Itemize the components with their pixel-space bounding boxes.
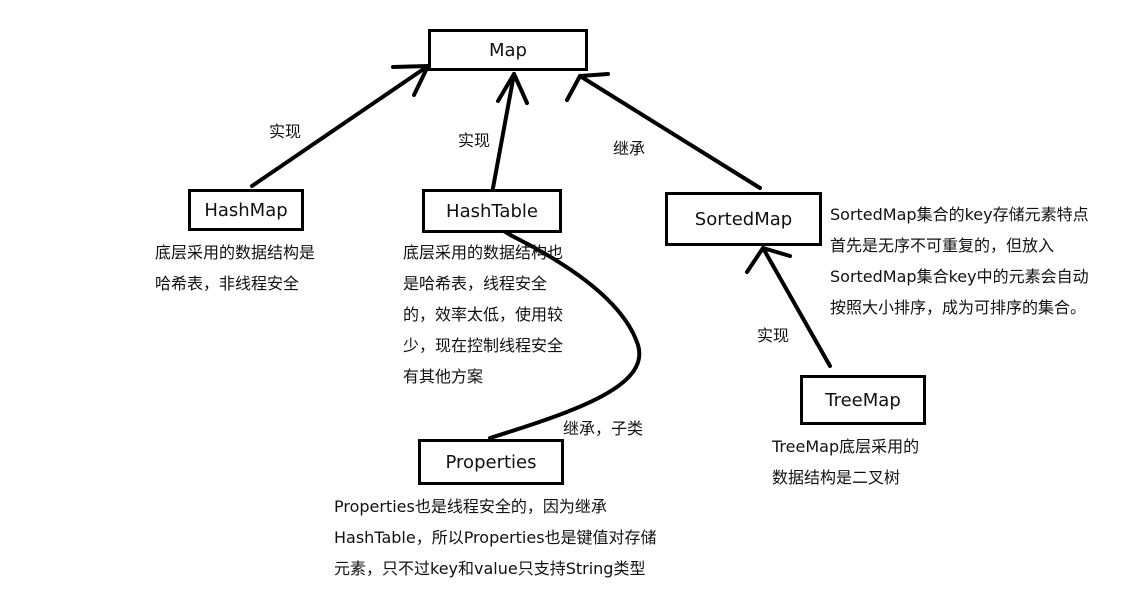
sortedmap-note-line: 首先是无序不可重复的，但放入: [830, 236, 1055, 255]
properties-note-line: 元素，只不过key和value只支持String类型: [334, 559, 646, 578]
treemap-note-line: 数据结构是二叉树: [772, 468, 901, 487]
arrowhead-hashtable-map: [496, 72, 529, 105]
hashmap-note: 底层采用的数据结构是 哈希表，非线程安全: [155, 237, 315, 299]
edge-treemap-sortedmap: [761, 246, 832, 368]
properties-note: Properties也是线程安全的，因为继承 HashTable，所以Prope…: [334, 491, 657, 584]
edge-sortedmap-map: [578, 74, 762, 190]
edge-label-treemap-sortedmap: 实现: [757, 326, 790, 345]
edge-hashmap-map: [250, 64, 430, 188]
hashtable-note-line: 是哈希表，线程安全: [403, 274, 548, 293]
hashtable-note-line: 的，效率太低，使用较: [403, 305, 564, 324]
properties-node: Properties: [418, 439, 564, 485]
map-node: Map: [428, 29, 588, 71]
treemap-note: TreeMap底层采用的 数据结构是二叉树: [772, 431, 919, 493]
arrowhead-sortedmap-map: [565, 72, 610, 102]
sortedmap-note-line: SortedMap集合的key存储元素特点: [830, 205, 1089, 224]
sortedmap-note: SortedMap集合的key存储元素特点 首先是无序不可重复的，但放入 Sor…: [830, 199, 1089, 323]
properties-note-line: Properties也是线程安全的，因为继承: [334, 497, 607, 516]
hashtable-note-line: 底层采用的数据结构也: [403, 243, 564, 262]
edge-label-properties-hashtable: 继承，子类: [563, 419, 644, 438]
hashmap-note-line: 底层采用的数据结构是: [155, 243, 316, 262]
sortedmap-note-line: SortedMap集合key中的元素会自动: [830, 267, 1089, 286]
hashtable-note-line: 有其他方案: [403, 367, 484, 386]
edge-label-hashtable-map: 实现: [458, 131, 491, 150]
hashmap-note-line: 哈希表，非线程安全: [155, 274, 300, 293]
hashtable-node: HashTable: [422, 189, 562, 233]
sortedmap-node: SortedMap: [665, 192, 822, 246]
edge-hashtable-map: [491, 72, 516, 190]
arrowhead-treemap-sortedmap: [745, 246, 792, 274]
treemap-node: TreeMap: [800, 375, 926, 425]
sortedmap-note-line: 按照大小排序，成为可排序的集合。: [830, 298, 1087, 317]
properties-note-line: HashTable，所以Properties也是键值对存储: [334, 528, 657, 547]
hashtable-note-line: 少，现在控制线程安全: [403, 336, 564, 355]
treemap-note-line: TreeMap底层采用的: [772, 437, 920, 456]
hashtable-note: 底层采用的数据结构也 是哈希表，线程安全 的，效率太低，使用较 少，现在控制线程…: [403, 237, 563, 392]
hashmap-node: HashMap: [188, 189, 304, 231]
edge-label-sortedmap-map: 继承: [613, 139, 646, 158]
edge-label-hashmap-map: 实现: [269, 122, 302, 141]
